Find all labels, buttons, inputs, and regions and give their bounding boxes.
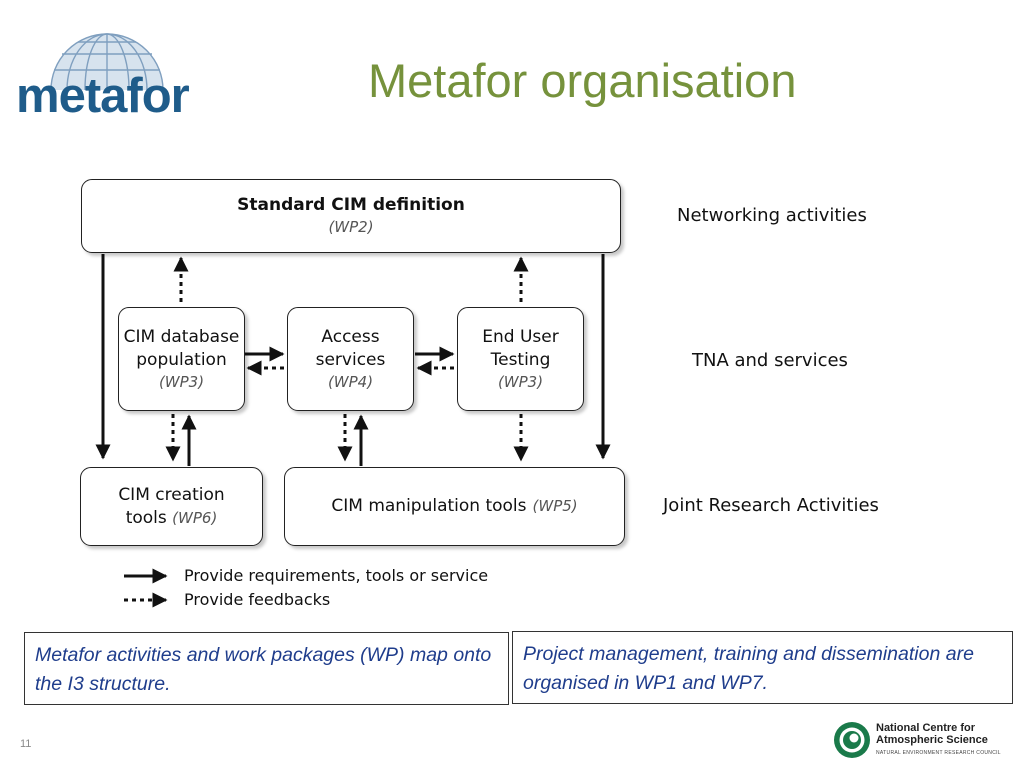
node-line: CIM creation	[118, 484, 225, 505]
node-wp: (WP6)	[172, 508, 218, 527]
node-wp: (WP5)	[532, 497, 578, 516]
node-title: Standard CIM definition	[237, 195, 465, 216]
cim-manipulation-tools-box: CIM manipulation tools (WP5)	[284, 467, 625, 546]
ncas-logo-icon	[834, 722, 870, 758]
access-services-box: Access services (WP4)	[287, 307, 414, 411]
label-joint-research-activities: Joint Research Activities	[663, 495, 879, 516]
note-right: Project management, training and dissemi…	[512, 631, 1013, 704]
node-line: Testing	[490, 349, 551, 370]
ncas-name-line1: National Centre for	[876, 722, 976, 734]
cim-creation-tools-box: CIM creation tools (WP6)	[80, 467, 263, 546]
slide-number: 11	[20, 738, 32, 750]
globe-icon	[50, 33, 164, 90]
node-line: tools	[125, 507, 167, 528]
node-line-with-wp: tools (WP6)	[126, 507, 218, 530]
node-line: CIM database	[123, 326, 240, 347]
node-line: services	[315, 349, 386, 370]
node-line: End User	[482, 326, 559, 347]
cim-database-population-box: CIM database population (WP3)	[118, 307, 245, 411]
end-user-testing-box: End User Testing (WP3)	[457, 307, 584, 411]
node-wp: (WP4)	[327, 372, 374, 391]
page-title: Metafor organisation	[368, 54, 797, 107]
label-tna-and-services: TNA and services	[692, 350, 848, 371]
ncas-name: National Centre for Atmospheric Science	[876, 722, 988, 746]
ncas-name-line2: Atmospheric Science	[876, 734, 988, 747]
label-networking-activities: Networking activities	[677, 205, 867, 226]
logo-wordmark: metafor	[16, 69, 190, 123]
node-wp: (WP3)	[158, 372, 205, 391]
standard-cim-definition-box: Standard CIM definition (WP2)	[81, 179, 621, 253]
node-wp: (WP3)	[497, 372, 544, 391]
node-wp: (WP2)	[328, 218, 374, 237]
legend-dotted-label: Provide feedbacks	[184, 590, 331, 609]
ncas-subtitle: NATURAL ENVIRONMENT RESEARCH COUNCIL	[876, 750, 1001, 756]
node-line: Access	[321, 326, 380, 347]
note-left: Metafor activities and work packages (WP…	[24, 632, 509, 705]
node-title: CIM manipulation tools	[331, 496, 527, 517]
node-line: population	[136, 349, 227, 370]
legend-solid-label: Provide requirements, tools or service	[184, 566, 489, 585]
